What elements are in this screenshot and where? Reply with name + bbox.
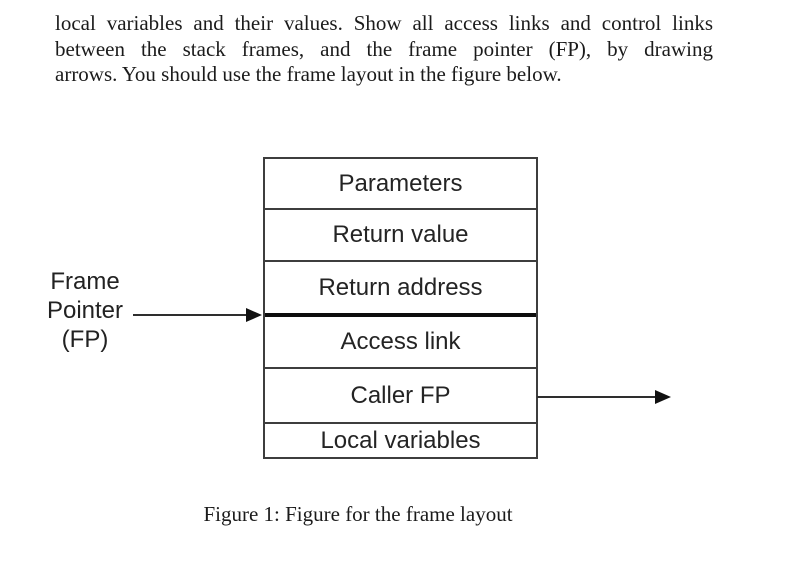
paragraph-line: arrows. You should use the frame layout … — [55, 62, 562, 86]
frame-pointer-label: Frame Pointer (FP) — [30, 267, 140, 354]
arrowhead-icon — [246, 308, 262, 322]
caller-fp-arrow — [537, 390, 671, 404]
stack-row-label: Return address — [318, 273, 483, 301]
frame-pointer-label-line: Pointer — [46, 297, 124, 324]
stack-row-label: Access link — [340, 328, 461, 355]
frame-pointer-arrow — [133, 308, 262, 322]
arrow-shaft — [537, 396, 658, 398]
stack-row-local-variables: Local variables — [265, 424, 536, 457]
paragraph: local variables and their values. Show a… — [55, 11, 713, 88]
stack-row-return-value: Return value — [265, 210, 536, 262]
frame-pointer-label-line: Frame — [50, 268, 120, 295]
stack-row-label: Return value — [332, 221, 469, 248]
stack-row-caller-fp: Caller FP — [265, 369, 536, 424]
stack-frame-table: Parameters Return value Return address A… — [263, 157, 538, 459]
paragraph-line: between the stack frames, and the frame … — [55, 36, 713, 61]
arrowhead-icon — [655, 390, 671, 404]
stack-row-parameters: Parameters — [265, 159, 536, 210]
stack-row-label: Local variables — [320, 426, 481, 454]
stack-row-label: Caller FP — [350, 381, 451, 409]
stack-row-return-address: Return address — [265, 262, 536, 317]
stack-row-access-link: Access link — [265, 317, 536, 369]
arrow-shaft — [133, 314, 249, 316]
stack-row-label: Parameters — [338, 169, 463, 197]
figure-caption: Figure 1: Figure for the frame layout — [203, 502, 513, 526]
frame-pointer-label-line: (FP) — [61, 326, 109, 353]
paragraph-line: local variables and their values. Show a… — [55, 11, 713, 35]
